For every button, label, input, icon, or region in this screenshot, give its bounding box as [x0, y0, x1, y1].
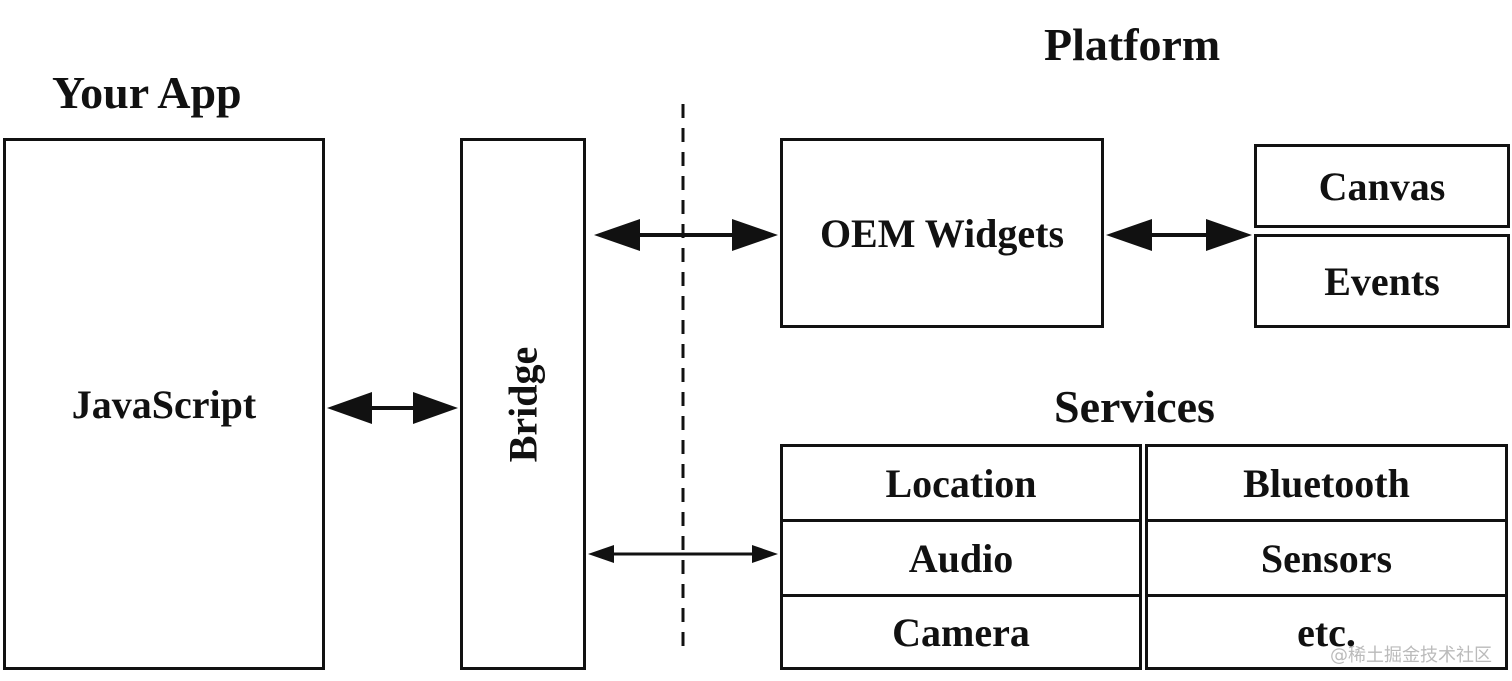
bridge-box: Bridge	[460, 138, 586, 670]
service-etc-label: etc.	[1297, 609, 1356, 655]
canvas-label: Canvas	[1318, 163, 1446, 209]
canvas-box: Canvas	[1254, 144, 1510, 228]
bridge-label: Bridge	[500, 346, 546, 462]
service-sensors-label: Sensors	[1260, 535, 1393, 581]
service-sensors: Sensors	[1145, 519, 1508, 597]
heading-services: Services	[1054, 381, 1215, 432]
heading-your-app: Your App	[52, 67, 242, 118]
service-location-label: Location	[885, 460, 1037, 506]
service-audio-label: Audio	[908, 535, 1014, 581]
service-camera-label: Camera	[892, 609, 1030, 655]
oem-widgets-box: OEM Widgets	[780, 138, 1104, 328]
heading-platform: Platform	[1044, 19, 1221, 70]
arrow-oem-widgets-canvas-events	[1106, 219, 1252, 251]
service-location: Location	[780, 444, 1142, 522]
arrow-javascript-bridge	[327, 392, 458, 424]
watermark: @稀土掘金技术社区	[1330, 645, 1492, 666]
events-box: Events	[1254, 234, 1510, 328]
service-audio: Audio	[780, 519, 1142, 597]
javascript-box: JavaScript	[3, 138, 325, 670]
events-label: Events	[1324, 258, 1440, 304]
arrow-bridge-services	[588, 545, 778, 563]
arrow-bridge-oem-widgets	[594, 219, 778, 251]
oem-widgets-label: OEM Widgets	[819, 210, 1065, 256]
service-camera: Camera	[780, 594, 1142, 670]
service-bluetooth: Bluetooth	[1145, 444, 1508, 522]
javascript-label: JavaScript	[71, 381, 257, 427]
service-etc: etc.	[1145, 594, 1508, 670]
service-bluetooth-label: Bluetooth	[1243, 460, 1410, 506]
